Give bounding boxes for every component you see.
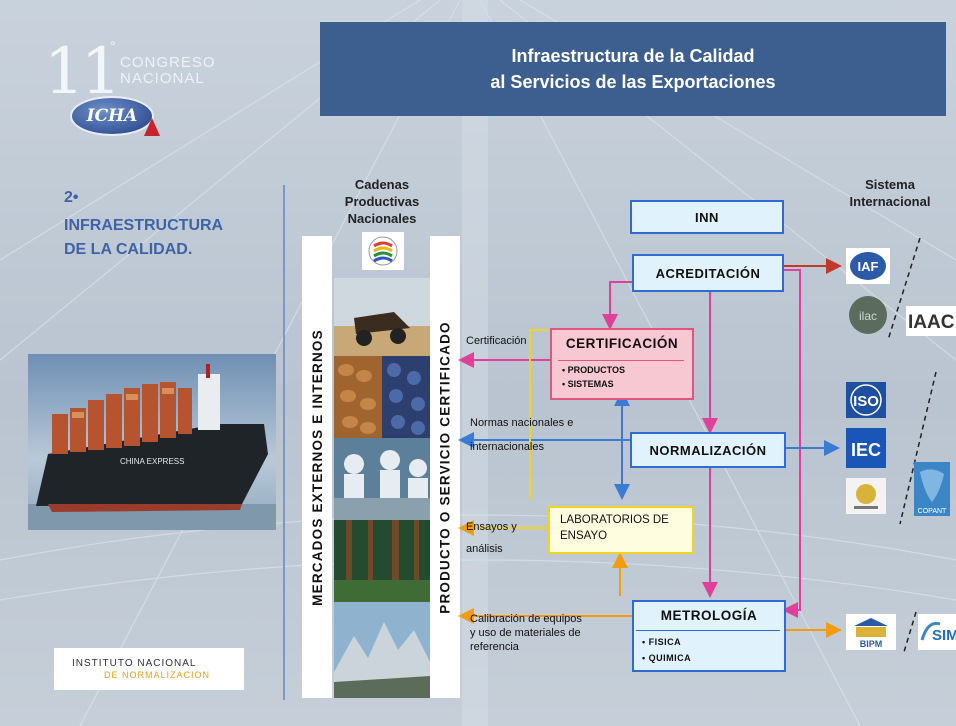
flow-label-ensayos-2: análisis — [466, 543, 503, 555]
flow-label-calibracion-2: y uso de materiales de — [470, 627, 581, 639]
sim-logo: SIM — [918, 614, 956, 650]
vertical-divider — [283, 185, 285, 700]
inn-logo-line-2: DE NORMALIZACION — [104, 670, 211, 680]
congress-number: 11 — [44, 35, 121, 109]
inn-logo-line-1: INSTITUTO NACIONAL — [72, 658, 197, 669]
markets-bar: MERCADOS EXTERNOS E INTERNOS — [302, 236, 332, 698]
container-ship-photo: CHINA EXPRESS — [28, 354, 276, 530]
svg-text:ISO: ISO — [853, 393, 879, 410]
flow-label-certificacion: Certificación — [466, 335, 527, 347]
metrologia-title: METROLOGÍA — [660, 608, 758, 623]
iec-logo: IEC — [846, 428, 886, 468]
ilac-logo: ilac — [846, 294, 890, 336]
svg-text:BIPM: BIPM — [860, 639, 883, 649]
congress-word: CONGRESO — [120, 54, 216, 71]
flow-label-calibracion-3: referencia — [470, 641, 519, 653]
international-header: Sistema Internacional — [849, 177, 931, 209]
flow-label-normas-2: internacionales — [470, 441, 544, 453]
certificacion-box: CERTIFICACIÓN • PRODUCTOS • SISTEMAS — [550, 328, 694, 400]
title-line-1: Infraestructura de la Calidad — [511, 46, 755, 66]
almonds-blueberries-photo — [334, 356, 430, 438]
metrologia-item-fisica: • FISICA — [642, 637, 682, 647]
svg-text:IAAC: IAAC — [908, 312, 955, 333]
mining-photo — [334, 278, 430, 360]
title-line-2: al Servicios de las Exportaciones — [490, 72, 776, 92]
svg-text:ilac: ilac — [859, 309, 877, 323]
normalizacion-box: NORMALIZACIÓN — [630, 432, 786, 468]
bipm-logo: BIPM — [846, 614, 896, 650]
flow-label-ensayos-1: Ensayos y — [466, 521, 517, 533]
svg-text:IEC: IEC — [851, 440, 881, 460]
svg-text:IAF: IAF — [858, 259, 879, 274]
iaf-logo: IAF — [846, 248, 890, 284]
section-title-line-2: DE LA CALIDAD. — [64, 241, 193, 258]
inn-box: INN — [630, 200, 784, 234]
laboratorios-line-1: LABORATORIOS DE — [560, 514, 669, 526]
laboratorios-line-2: ENSAYO — [560, 530, 608, 542]
iso-logo: ISO — [846, 382, 886, 418]
section-number: 2• — [64, 189, 79, 206]
metrologia-box: METROLOGÍA • FISICA • QUIMICA — [632, 600, 786, 672]
certified-product-bar: PRODUCTO O SERVICIO CERTIFICADO — [430, 236, 460, 698]
congress-degree: ° — [110, 38, 116, 54]
flow-label-calibracion-1: Calibración de equipos — [470, 613, 582, 625]
acreditacion-box: ACREDITACIÓN — [632, 254, 784, 292]
section-title-line-1: INFRAESTRUCTURA — [64, 217, 224, 234]
certificacion-item-sistemas: • SISTEMAS — [562, 379, 614, 389]
iaac-logo: IAAC — [906, 306, 956, 336]
inn-logo: INSTITUTO NACIONAL DE NORMALIZACION — [54, 648, 244, 690]
icha-triangle-icon — [144, 118, 160, 136]
congress-word-national: NACIONAL — [120, 70, 205, 87]
flow-label-normas-1: Normas nacionales e — [470, 417, 574, 429]
slide-title: Infraestructura de la Calidad al Servici… — [320, 22, 946, 116]
certificacion-title: CERTIFICACIÓN — [565, 336, 679, 351]
svg-text:COPANT: COPANT — [918, 508, 947, 515]
metrologia-item-quimica: • QUIMICA — [642, 653, 692, 663]
food-processing-photo — [334, 438, 430, 520]
regional-standards-logo — [846, 478, 886, 514]
copant-logo: COPANT — [914, 462, 950, 516]
ship-name: CHINA EXPRESS — [120, 457, 184, 466]
svg-text:SIM: SIM — [932, 627, 956, 644]
wto-icon — [362, 232, 404, 275]
forest-photo — [334, 520, 430, 602]
icha-logo: ICHA — [70, 96, 154, 136]
chains-header: Cadenas Productivas Nacionales — [344, 177, 420, 226]
mountains-photo — [334, 602, 430, 698]
laboratorios-box: LABORATORIOS DE ENSAYO — [548, 506, 694, 554]
certificacion-item-productos: • PRODUCTOS — [562, 365, 625, 375]
